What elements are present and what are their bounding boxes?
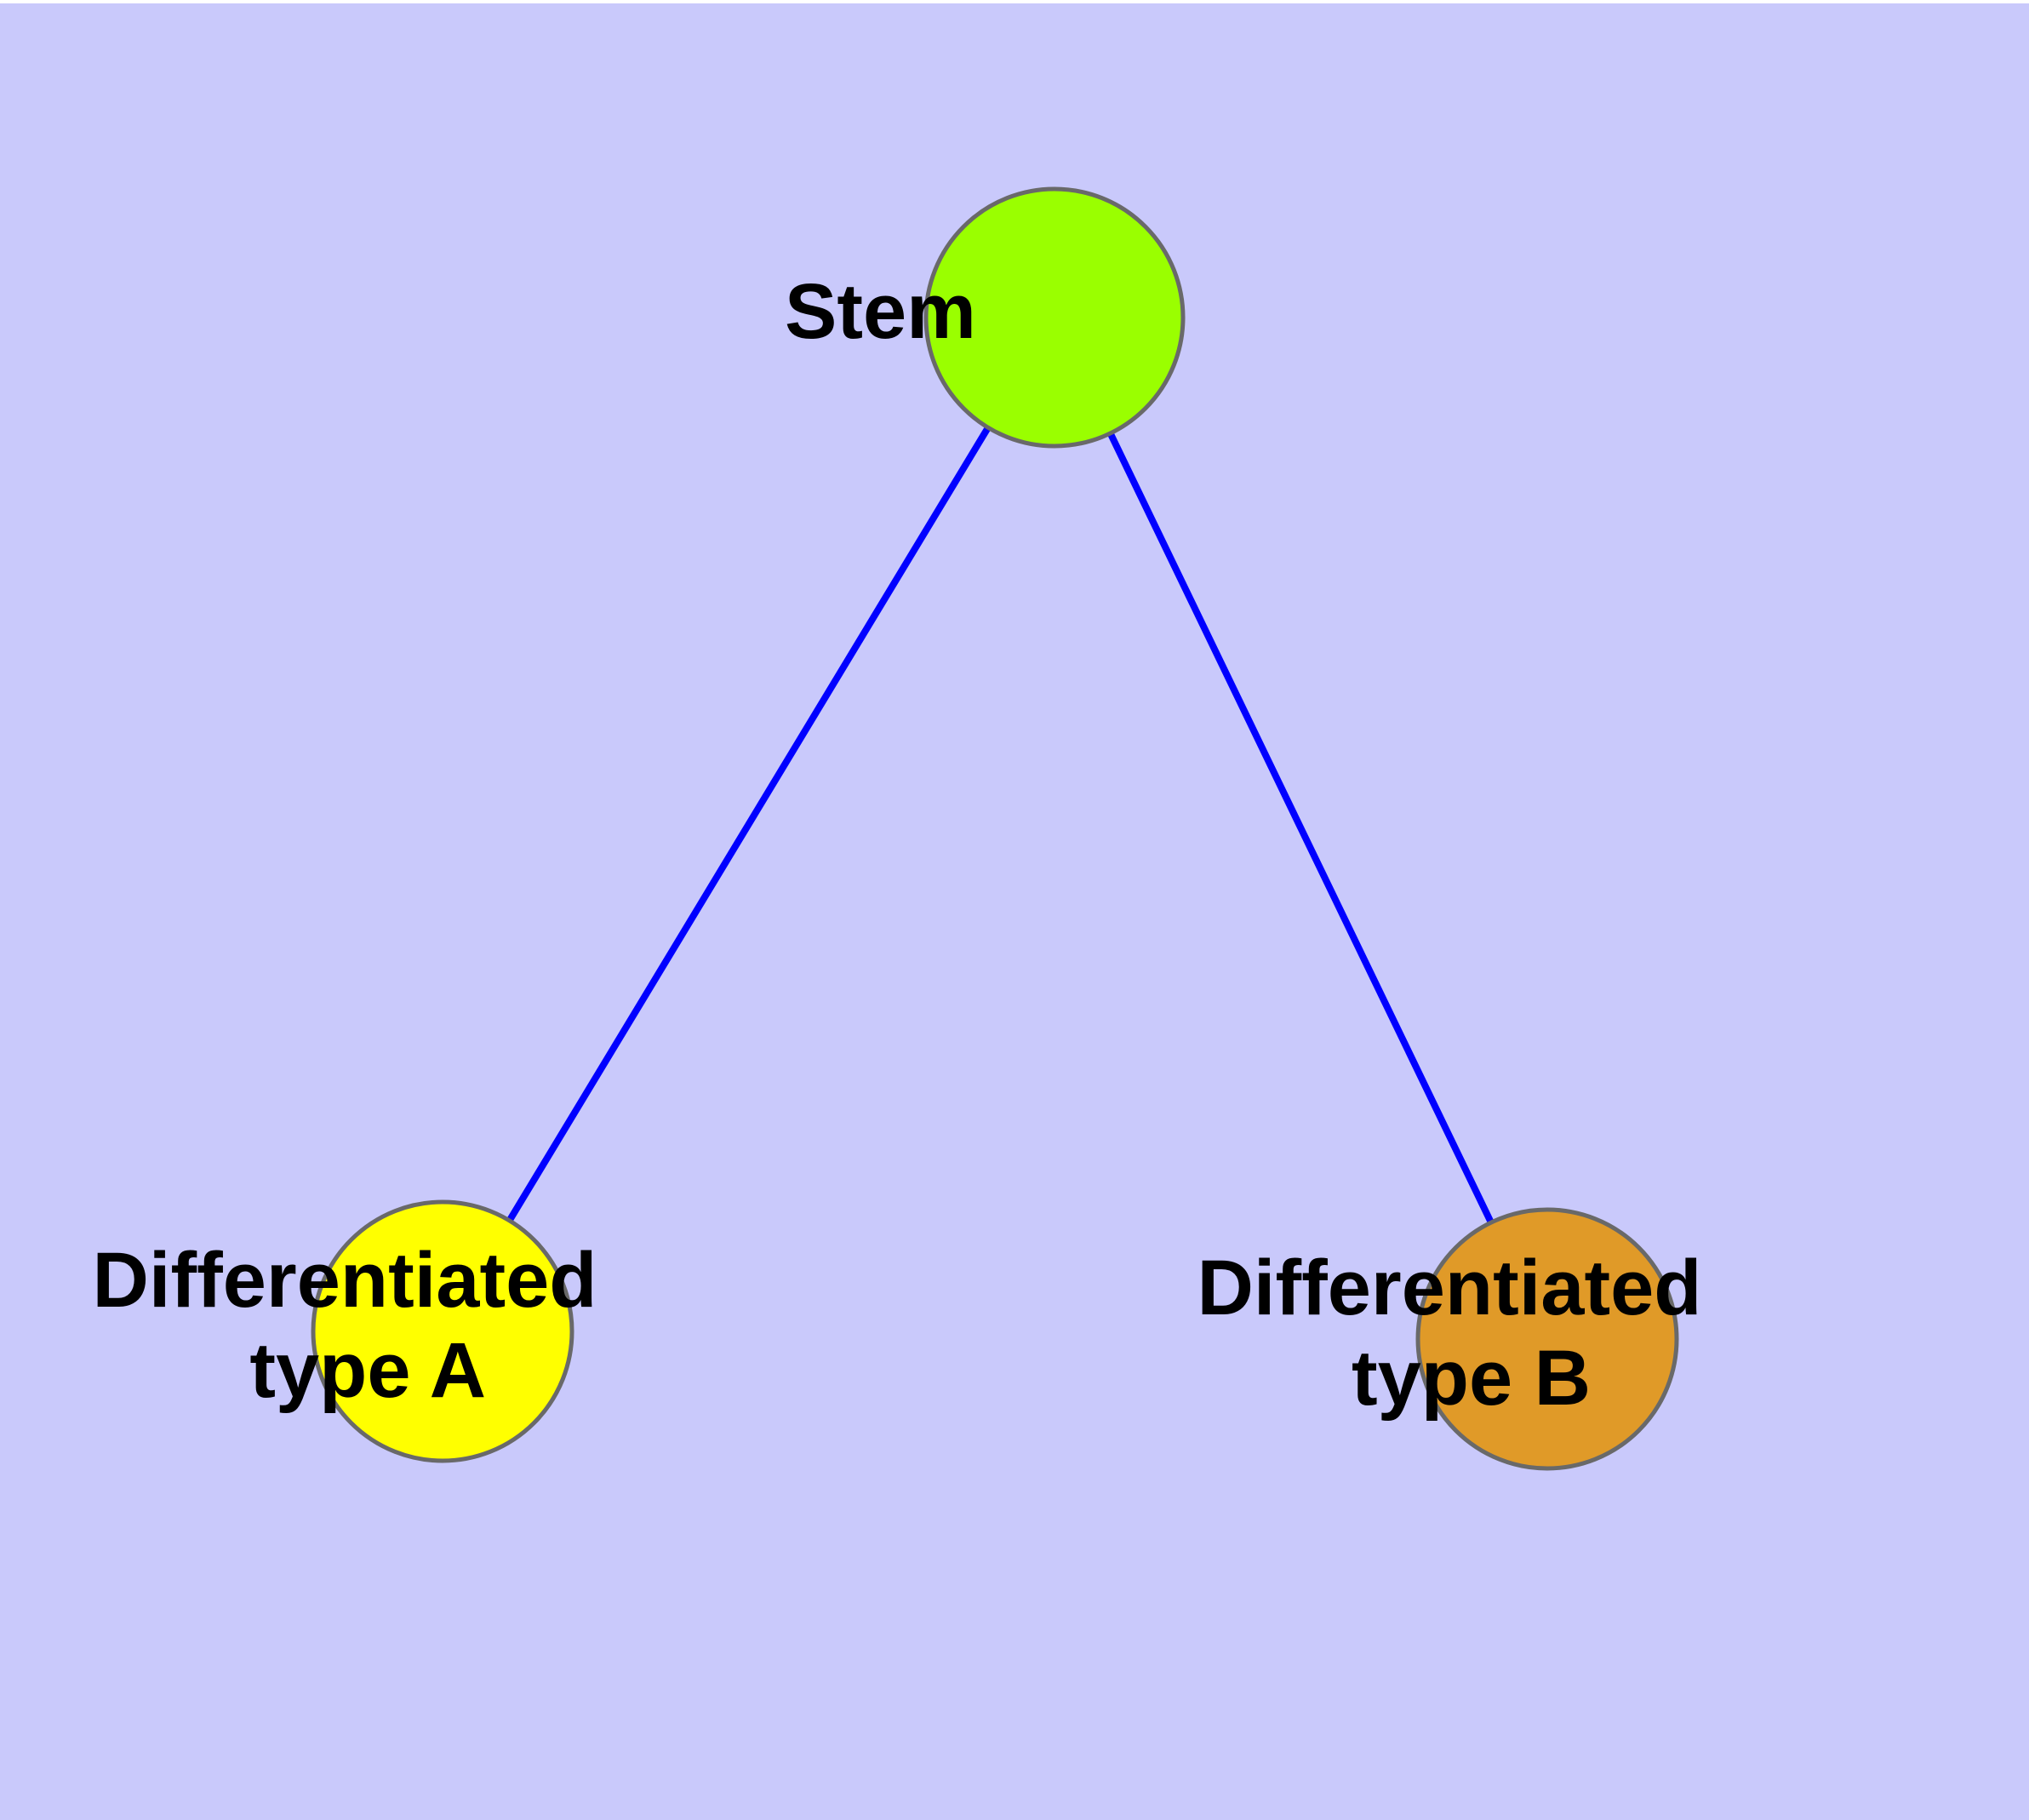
edge-stem-to-differentiated-type-a[interactable]: [439, 315, 1058, 1334]
node-differentiated-type-a-circle[interactable]: [311, 1199, 574, 1463]
node-labels-group: Stem Differentiated type A Differentiate…: [92, 0, 1897, 1422]
edge-stem-to-differentiated-type-b[interactable]: [1051, 316, 1551, 1341]
node-differentiated-type-b-label-line2: type B: [1352, 1335, 1591, 1422]
edges-group: [439, 315, 1551, 1341]
nodes-group: [311, 186, 1679, 1471]
node-stem-label: Stem: [785, 0, 1324, 355]
node-differentiated-type-a-label-line2: type A: [249, 1327, 484, 1414]
node-differentiated-type-a-label: Differentiated type A: [92, 0, 792, 1414]
node-differentiated-type-a[interactable]: [311, 1199, 574, 1463]
node-stem-label-line1: Stem: [785, 268, 976, 355]
node-differentiated-type-b-circle[interactable]: [1415, 1207, 1679, 1471]
node-stem[interactable]: [923, 186, 1186, 449]
node-stem-circle[interactable]: [923, 186, 1186, 449]
node-differentiated-type-b-label: Differentiated type B: [1197, 0, 1897, 1422]
node-differentiated-type-b-label-line1: Differentiated: [1197, 1245, 1701, 1331]
node-differentiated-type-a-label-line1: Differentiated: [92, 1237, 597, 1324]
node-differentiated-type-b[interactable]: [1415, 1207, 1679, 1471]
top-white-strip: [0, 0, 2029, 3]
